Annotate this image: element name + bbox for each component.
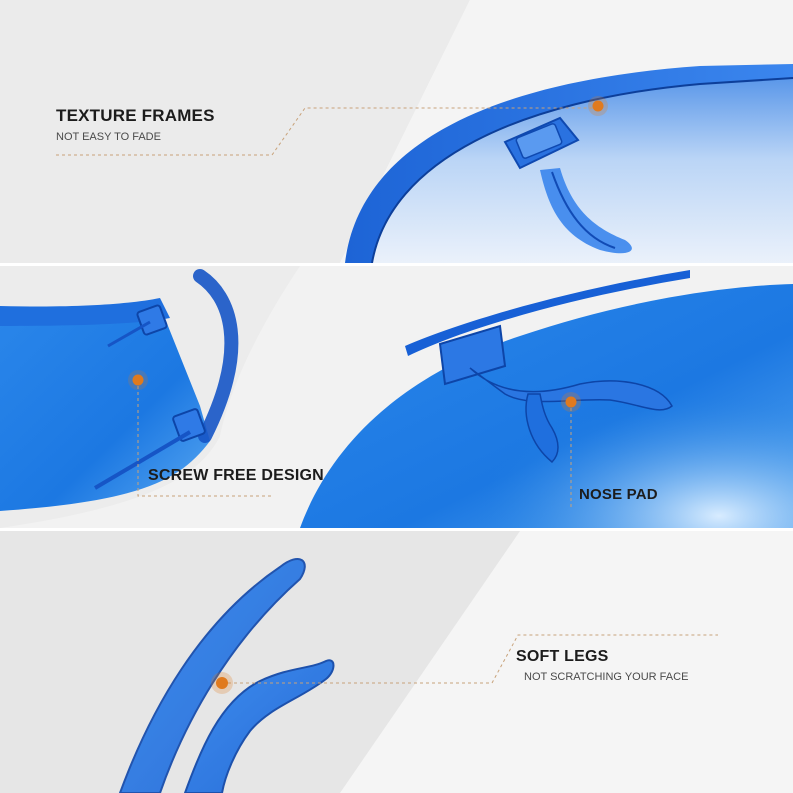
feature-subtitle-soft-legs: NOT SCRATCHING YOUR FACE	[524, 671, 689, 683]
temple-arm-image	[0, 531, 793, 793]
panel-soft-legs	[0, 531, 793, 793]
feature-title-screw-free: SCREW FREE DESIGN	[148, 467, 324, 484]
feature-subtitle-texture-frames: NOT EASY TO FADE	[56, 131, 161, 143]
feature-title-texture-frames: TEXTURE FRAMES	[56, 106, 215, 125]
feature-title-nose-pad: NOSE PAD	[579, 486, 658, 503]
panel-hinge-and-nosepad	[0, 266, 793, 528]
nose-pad-icon	[438, 324, 673, 464]
feature-title-soft-legs: SOFT LEGS	[516, 648, 609, 665]
hinge-nosepad-image	[0, 266, 793, 528]
